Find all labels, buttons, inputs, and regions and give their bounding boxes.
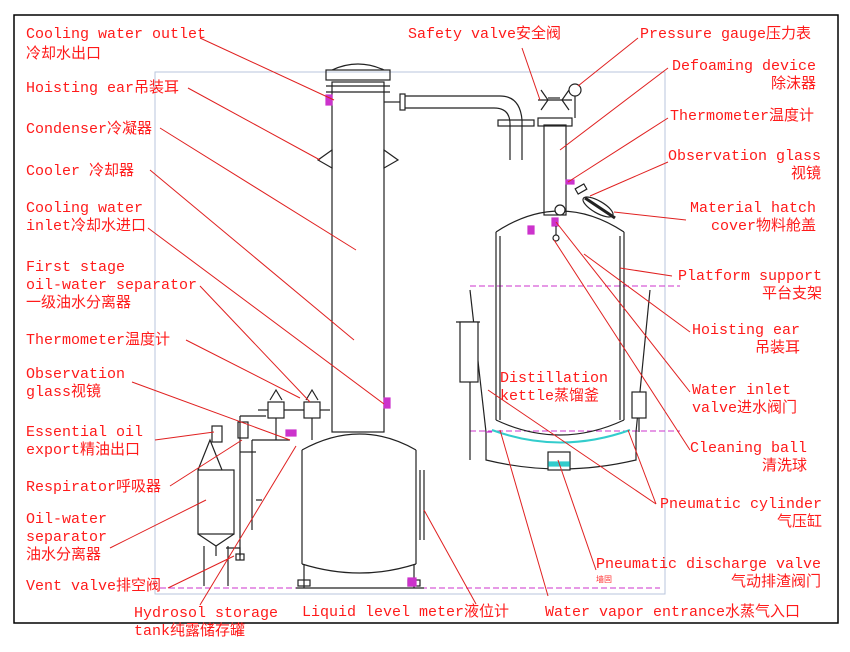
label-platform-support-line2: 平台支架 [762, 286, 823, 303]
label-material-hatch-line2: cover物料舱盖 [711, 218, 817, 235]
label-discharge-valve-line1: Pneumatic discharge valve [596, 556, 822, 573]
label-hoisting-ear-right: Hoisting ear 吊装耳 [692, 322, 800, 358]
label-material-hatch-line1: Material hatch [690, 200, 817, 217]
hydrosol-tank [285, 429, 425, 589]
label-platform-support: Platform support 平台支架 [678, 268, 822, 304]
label-wall-note: 墙固 [596, 575, 612, 584]
label-water-vapor-entrance: Water vapor entrance水蒸气入口 [545, 604, 801, 621]
label-defoaming-line1: Defoaming device [672, 58, 817, 75]
label-hydrosol-storage-tank: Hydrosol storage tank纯露储存罐 [134, 605, 278, 641]
label-pneumatic-cylinder-line2: 气压缸 [777, 514, 823, 531]
label-cooling-water-outlet: Cooling water outlet 冷却水出口 [26, 26, 206, 62]
vapor-pipe [405, 95, 560, 160]
label-first-stage-separator: First stage oil-water separator 一级油水分离器 [26, 259, 197, 313]
label-cleaning-ball-line2: 清洗球 [762, 458, 808, 475]
label-water-inlet-valve: Water inlet valve进水阀门 [692, 382, 797, 418]
label-first-stage-line1: First stage [26, 259, 126, 276]
label-cooling-water-inlet-zh: inlet冷却水进口 [26, 218, 147, 235]
label-hoisting-ear-right-line2: 吊装耳 [755, 340, 801, 357]
label-observation-glass-left: Observation glass视镜 [26, 366, 125, 402]
outer-frame [13, 14, 839, 624]
drawing-frame [154, 71, 666, 595]
label-water-inlet-line1: Water inlet [692, 382, 792, 399]
label-material-hatch-cover: Material hatch cover物料舱盖 [690, 200, 816, 236]
label-condenser: Condenser冷凝器 [26, 121, 153, 138]
label-observation-glass-right-line2: 视镜 [791, 166, 822, 183]
label-observation-glass-right: Observation glass 视镜 [668, 148, 821, 184]
label-defoaming-device: Defoaming device 除沫器 [672, 58, 816, 94]
label-cooling-water-inlet-en: Cooling water [26, 200, 144, 217]
label-thermometer-left: Thermometer温度计 [26, 332, 171, 349]
label-cooling-water-inlet: Cooling water inlet冷却水进口 [26, 200, 146, 236]
label-essential-oil-line2: export精油出口 [26, 442, 141, 459]
label-oil-water-line1: Oil-water [26, 511, 108, 528]
label-vent-valve: Vent valve排空阀 [26, 578, 162, 595]
label-hydrosol-line2: tank纯露储存罐 [134, 623, 246, 640]
label-cooling-water-outlet-zh: 冷却水出口 [26, 44, 102, 62]
label-water-inlet-line2: valve进水阀门 [692, 400, 798, 417]
label-essential-oil-export: Essential oil export精油出口 [26, 424, 143, 460]
label-pneumatic-discharge-valve: Pneumatic discharge valve 气动排渣阀门 [596, 556, 821, 592]
label-observation-glass-right-line1: Observation glass [668, 148, 822, 165]
label-oil-water-line3: 油水分离器 [26, 547, 102, 564]
label-thermometer-right: Thermometer温度计 [670, 108, 815, 125]
separator-assembly [197, 388, 330, 586]
label-discharge-valve-line2: 气动排渣阀门 [731, 574, 822, 591]
label-defoaming-line2: 除沫器 [771, 76, 817, 93]
label-oil-water-separator: Oil-water separator 油水分离器 [26, 511, 107, 565]
label-cooling-water-outlet-en: Cooling water outlet [26, 26, 207, 43]
distillation-kettle [456, 183, 651, 471]
label-cleaning-ball: Cleaning ball 清洗球 [690, 440, 807, 476]
label-observation-glass-left-line1: Observation [26, 366, 126, 383]
label-respirator: Respirator呼吸器 [26, 479, 162, 496]
label-cleaning-ball-line1: Cleaning ball [690, 440, 808, 457]
label-pressure-gauge: Pressure gauge压力表 [640, 26, 812, 43]
label-cooler: Cooler 冷却器 [26, 163, 135, 180]
leader-lines [109, 37, 691, 606]
label-hoisting-ear-right-line1: Hoisting ear [692, 322, 801, 339]
label-hoisting-ear-left: Hoisting ear吊装耳 [26, 80, 180, 97]
label-essential-oil-line1: Essential oil [26, 424, 144, 441]
label-observation-glass-left-line2: glass视镜 [26, 384, 102, 401]
label-distillation-line1: Distillation [500, 370, 609, 387]
label-distillation-kettle: Distillation kettle蒸馏釜 [500, 370, 608, 406]
label-distillation-line2: kettle蒸馏釜 [500, 388, 600, 405]
label-safety-valve: Safety valve安全阀 [408, 26, 562, 43]
label-platform-support-line1: Platform support [678, 268, 823, 285]
label-first-stage-line3: 一级油水分离器 [26, 295, 132, 312]
label-pneumatic-cylinder: Pneumatic cylinder 气压缸 [660, 496, 822, 532]
defoaming-device [537, 83, 582, 216]
label-oil-water-line2: separator [26, 529, 108, 546]
label-hydrosol-line1: Hydrosol storage [134, 605, 279, 622]
condenser-column [316, 63, 406, 433]
label-liquid-level-meter: Liquid level meter液位计 [302, 604, 510, 621]
label-pneumatic-cylinder-line1: Pneumatic cylinder [660, 496, 823, 513]
label-first-stage-line2: oil-water separator [26, 277, 198, 294]
